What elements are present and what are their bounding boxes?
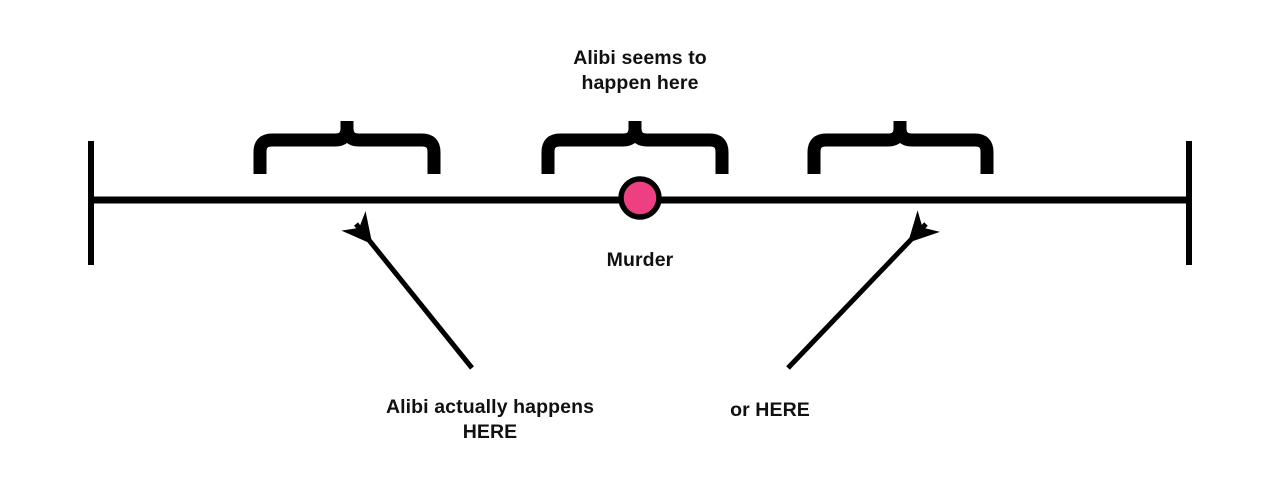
arrow-or-here — [786, 210, 940, 370]
callout-arrows — [341, 210, 940, 370]
label-murder: Murder — [606, 249, 674, 271]
bracket-middle-path — [541, 121, 729, 174]
bracket-middle — [541, 121, 729, 174]
bracket-left — [253, 121, 441, 174]
murder-marker[interactable] — [618, 176, 662, 220]
label-alibi-actually-happens-here: Alibi actually happens HERE — [385, 396, 595, 443]
arrow-alibi-actually — [341, 211, 474, 370]
label-or-here: or HERE — [730, 399, 810, 421]
bracket-right-path — [807, 121, 994, 174]
murder-marker-dot[interactable] — [618, 176, 662, 220]
bracket-left-path — [253, 121, 441, 174]
label-alibi-seems-to-happen-here: Alibi seems to happen here — [573, 47, 707, 94]
bracket-right — [807, 121, 994, 174]
